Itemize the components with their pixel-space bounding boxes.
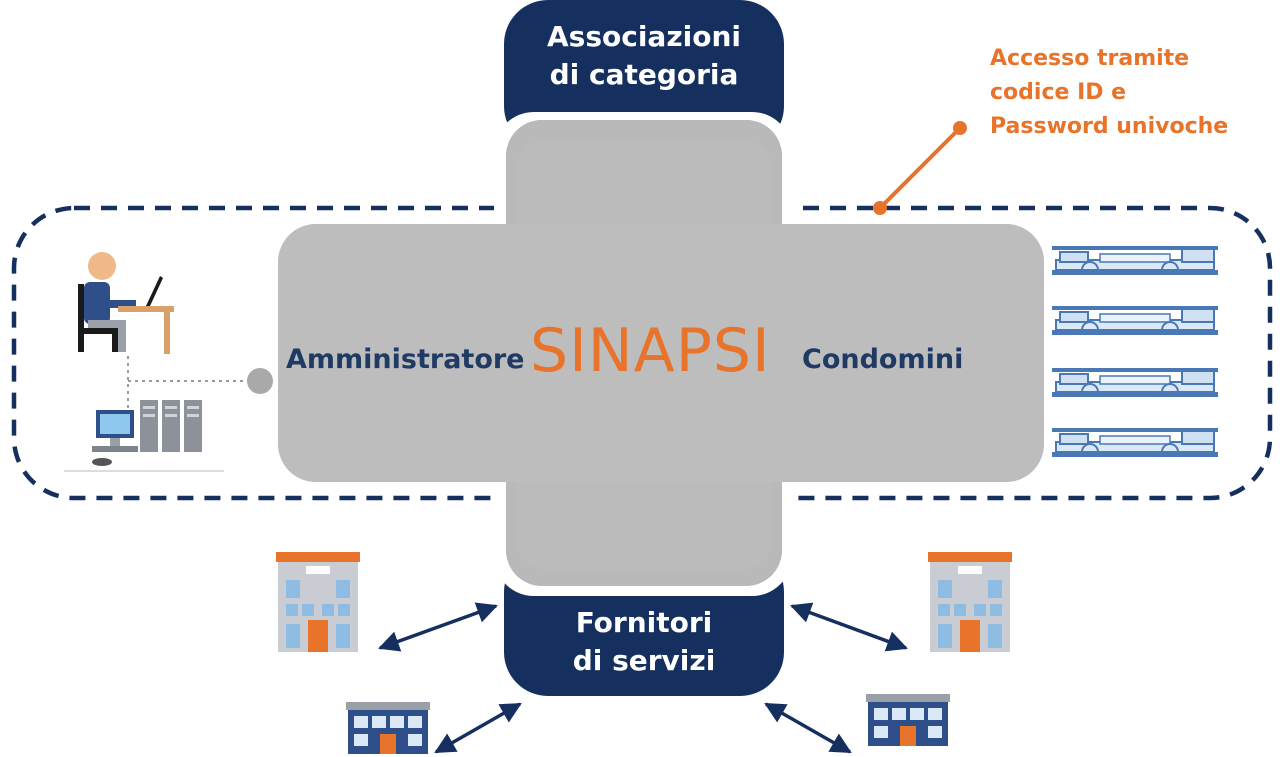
top-box-line1: Associazioni: [547, 20, 741, 53]
computer-server-icon: [64, 400, 224, 472]
admin-connector: [127, 356, 273, 410]
center-title: SINAPSI: [530, 316, 771, 386]
bottom-box-line1: Fornitori: [575, 606, 713, 639]
left-label: Amministratore: [286, 344, 525, 375]
person-at-laptop-icon: [78, 252, 174, 354]
bottom-box-line2: di servizi: [572, 644, 716, 677]
access-note-line3: Password univoche: [990, 114, 1229, 139]
double-arrow-icon: [378, 602, 908, 754]
right-label: Condomini: [802, 344, 964, 375]
access-note-line2: codice ID e: [990, 80, 1127, 105]
top-box-label: Associazioni di categoria: [520, 18, 768, 94]
condominium-building-icon: [1051, 245, 1219, 458]
access-note-line1: Accesso tramite: [990, 46, 1190, 71]
sinapsi-cross: [278, 120, 1044, 586]
access-callout-line: [873, 121, 967, 215]
bottom-box-label: Fornitori di servizi: [520, 604, 768, 680]
access-note: Accesso tramite codice ID e Password uni…: [990, 42, 1228, 144]
top-box-line2: di categoria: [549, 58, 739, 91]
